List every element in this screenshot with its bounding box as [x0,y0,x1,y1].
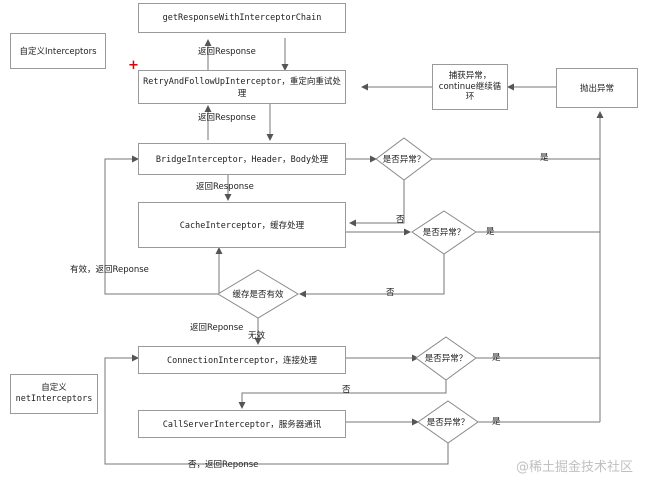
label-invalid: 无效 [248,331,266,341]
node-custom-net-line2: netInterceptors [15,394,93,404]
node-retry: RetryAndFollowUpInterceptor，重定向重试处理 [138,70,346,104]
label-yes-1: 是 [540,153,549,163]
label-yes-2: 是 [486,227,495,237]
cache-valid-diamond [217,269,299,319]
watermark: @稀土掘金技术社区 [516,460,634,475]
label-return-response-2: 返回Response [198,113,256,123]
label-no-2: 否 [386,288,395,298]
decision-text-2: 是否异常？ [422,228,466,238]
node-throw-label: 抛出异常 [579,84,614,94]
label-return-reponse-4: 返回Reponse [190,323,244,333]
node-custom-net-interceptors: 自定义 netInterceptors [10,374,98,414]
label-yes-4: 是 [492,417,501,427]
node-callserver-label: CallServerInterceptor，服务器通讯 [162,420,322,430]
node-custom-net-line1: 自定义 [41,383,67,394]
node-bridge-label: BridgeInterceptor，Header，Body处理 [155,155,329,165]
plus-marker: + [128,58,139,73]
label-valid-return: 有效，返回Reponse [70,265,149,275]
node-custom-interceptors-label: 自定义Interceptors [19,47,97,57]
decision-diamond-3 [415,336,477,381]
node-get-chain-label: getResponseWithInterceptorChain [162,13,322,23]
decision-text-4: 是否异常？ [426,418,470,428]
decision-text-1: 是否异常？ [382,155,426,165]
node-get-chain: getResponseWithInterceptorChain [138,3,346,33]
node-capture-label: 捕获异常，continue继续循环 [438,71,502,103]
node-callserver: CallServerInterceptor，服务器通讯 [138,410,346,438]
decision-diamond-1 [375,137,433,181]
label-return-response-1: 返回Response [198,47,256,57]
node-cache-label: CacheInterceptor，缓存处理 [179,221,305,231]
cache-valid-text: 缓存是否有效 [232,290,284,300]
label-no-1: 否 [396,215,405,225]
decision-text-3: 是否异常？ [424,354,468,364]
node-retry-label: RetryAndFollowUpInterceptor，重定向重试处理 [143,77,341,99]
node-custom-interceptors: 自定义Interceptors [10,33,106,69]
node-capture: 捕获异常，continue继续循环 [432,64,508,110]
label-no-3: 否 [342,385,351,395]
node-connection: ConnectionInterceptor，连接处理 [138,346,346,374]
node-throw: 抛出异常 [556,68,638,108]
label-return-response-3: 返回Response [196,182,254,192]
label-no-return: 否，返回Reponse [188,460,259,470]
node-bridge: BridgeInterceptor，Header，Body处理 [138,143,346,175]
decision-diamond-4 [417,400,479,444]
decision-diamond-2 [411,210,477,255]
label-yes-3: 是 [492,353,501,363]
node-connection-label: ConnectionInterceptor，连接处理 [167,356,317,366]
node-cache: CacheInterceptor，缓存处理 [138,202,346,248]
